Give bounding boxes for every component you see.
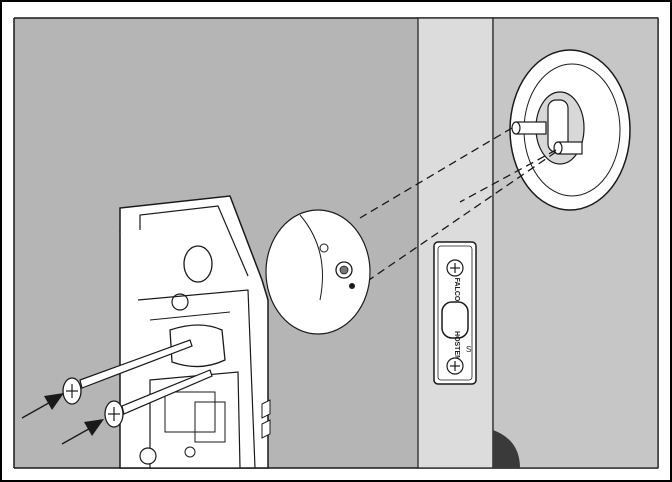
strike-screw-top — [446, 259, 464, 277]
bore-detail-callout — [265, 209, 371, 335]
mounting-screw-lower — [104, 369, 213, 428]
strike-brand-top: FALCON — [453, 278, 460, 307]
interior-chassis — [119, 195, 271, 469]
strike-small-letter: S — [466, 345, 471, 354]
exterior-rose — [509, 49, 631, 211]
handle-shadow — [493, 430, 520, 468]
mounting-post-bottom — [553, 141, 583, 155]
arrow-lower-icon — [61, 419, 104, 445]
arrow-upper-icon — [21, 393, 64, 419]
mounting-screw-upper — [62, 339, 193, 405]
mounting-post-top — [511, 121, 547, 135]
strike-brand-bottom: HOSTEM — [453, 331, 460, 361]
alignment-line-upper — [359, 127, 513, 219]
strike-plate: FALCON HOSTEM S — [433, 241, 477, 385]
strike-screw-bottom — [446, 357, 464, 375]
latch-hole — [441, 301, 469, 339]
